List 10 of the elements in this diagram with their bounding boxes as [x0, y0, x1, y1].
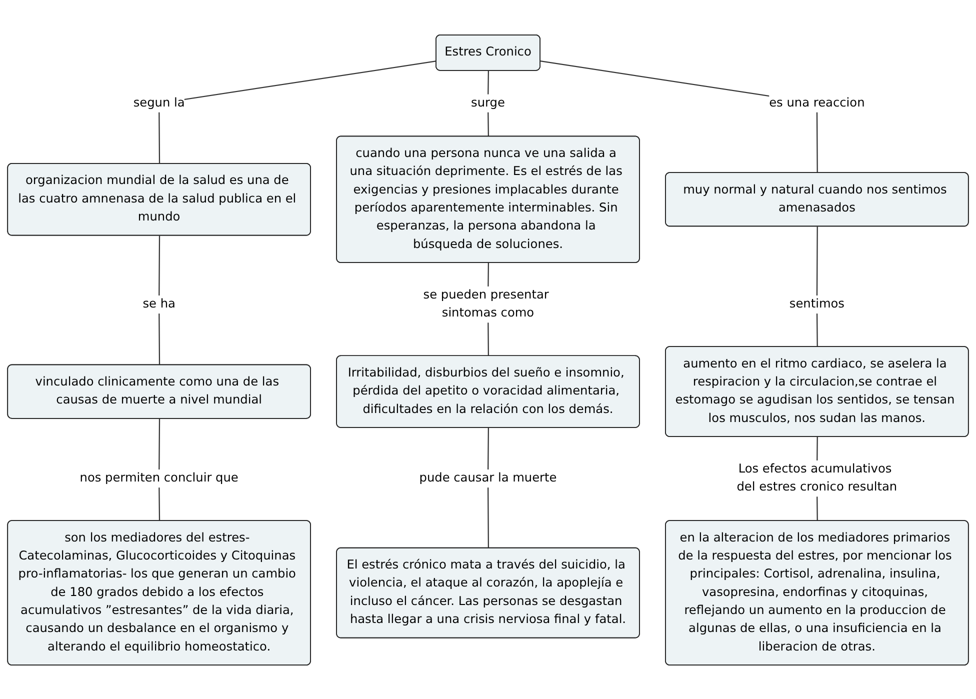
edge-label: se ha — [142, 296, 176, 311]
edge-label: es una reaccion — [769, 95, 865, 110]
edge-label: se pueden presentar sintomas como — [423, 288, 549, 320]
connector — [158, 60, 436, 164]
edge-label: sentimos — [789, 296, 844, 311]
edge-label: nos permiten concluir que — [80, 470, 238, 485]
edge-label: Los efectos acumulativos del estres cronico resultan — [736, 462, 898, 494]
edge-label: segun la — [133, 95, 185, 110]
edge-label: surge — [471, 95, 505, 110]
edge-label: pude causar la muerte — [419, 470, 557, 485]
